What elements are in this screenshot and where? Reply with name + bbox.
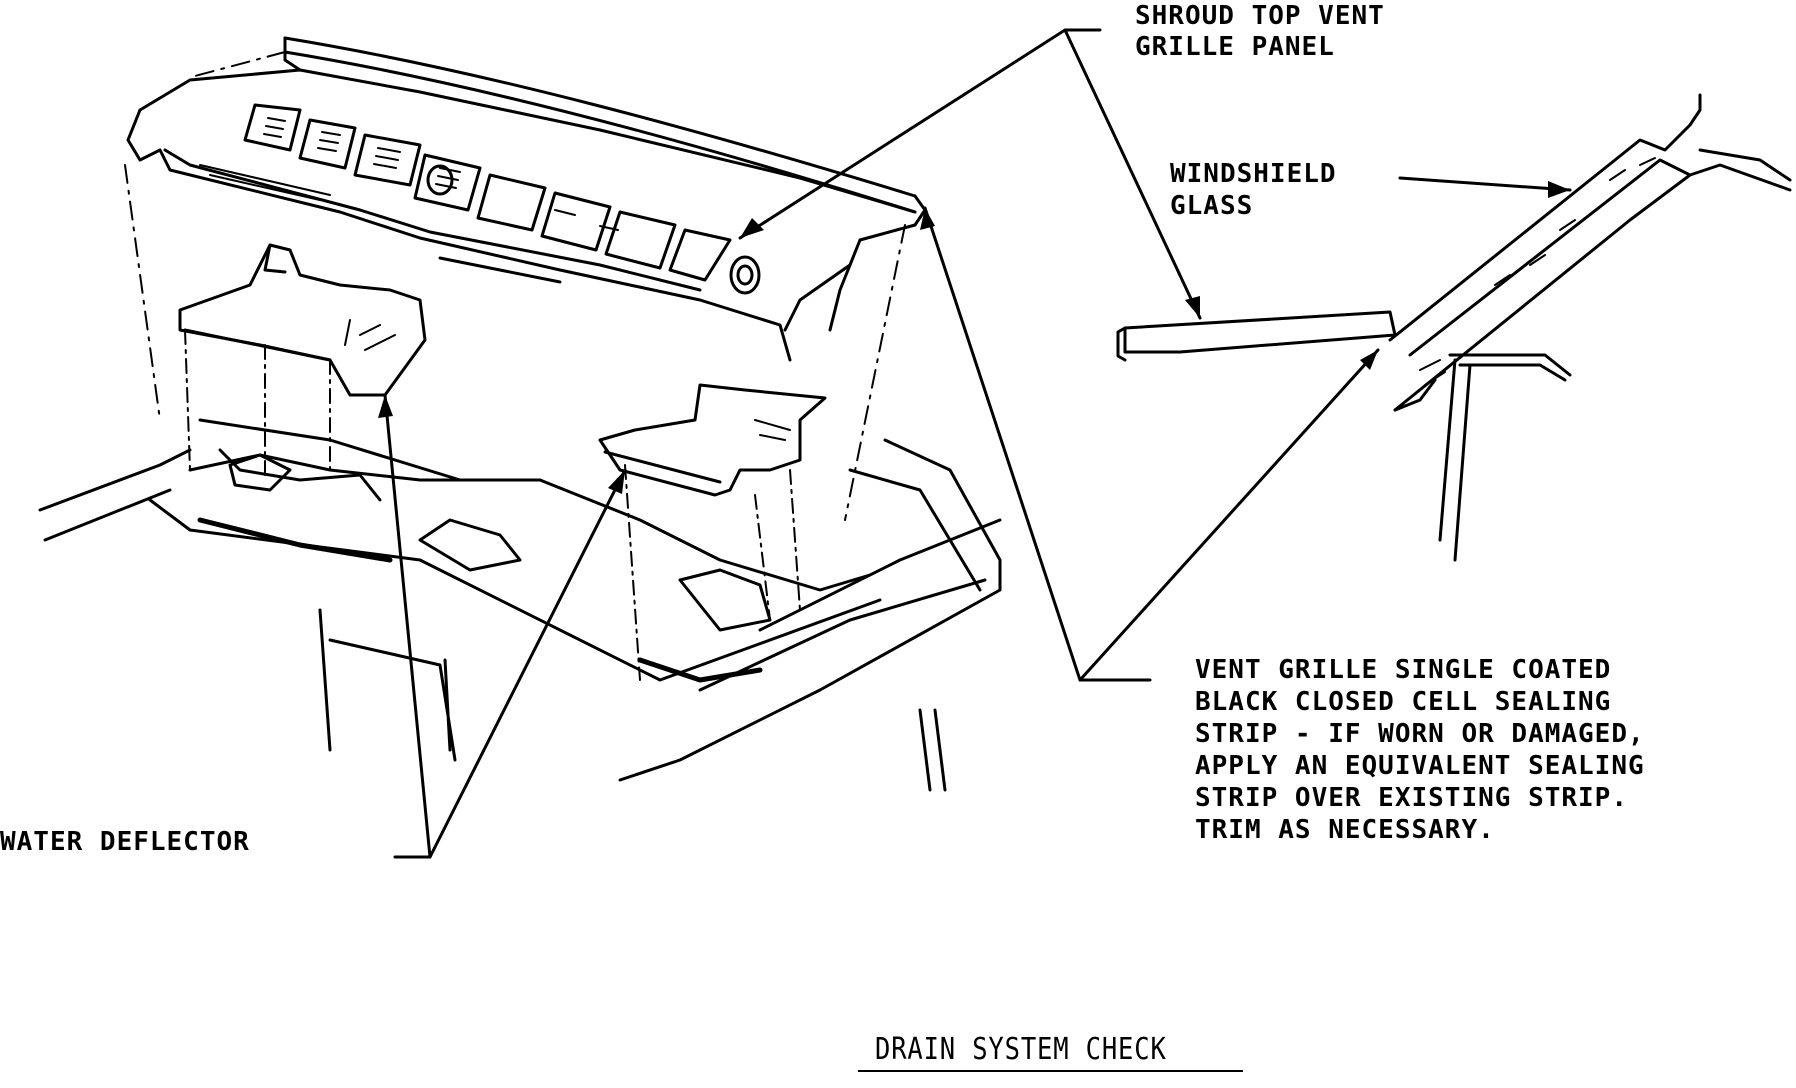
label-strip-line6: TRIM AS NECESSARY. — [1195, 815, 1495, 845]
figure-caption: DRAIN SYSTEM CHECK — [875, 1032, 1167, 1067]
arrowheads — [378, 181, 1570, 494]
windshield-seal-detail — [1116, 93, 1792, 562]
label-strip-line5: STRIP OVER EXISTING STRIP. — [1195, 783, 1628, 813]
grille-panel — [124, 36, 927, 521]
label-windshield-line1: WINDSHIELD — [1170, 159, 1337, 189]
leader-lines — [383, 28, 1572, 859]
label-strip-line1: VENT GRILLE SINGLE COATED — [1195, 655, 1612, 685]
right-water-deflector — [598, 383, 827, 681]
cowl-body — [38, 418, 1002, 792]
label-strip-line4: APPLY AN EQUIVALENT SEALING — [1195, 751, 1645, 781]
label-strip-line3: STRIP - IF WORN OR DAMAGED, — [1195, 719, 1645, 749]
label-water-deflector: WATER DEFLECTOR — [0, 827, 250, 857]
label-strip-line2: BLACK CLOSED CELL SEALING — [1195, 687, 1612, 717]
left-water-deflector — [178, 243, 427, 481]
label-shroud-line2: GRILLE PANEL — [1135, 32, 1335, 62]
label-shroud-line1: SHROUD TOP VENT — [1135, 1, 1385, 31]
caption-underline — [858, 1070, 1243, 1072]
label-windshield-line2: GLASS — [1170, 191, 1254, 221]
